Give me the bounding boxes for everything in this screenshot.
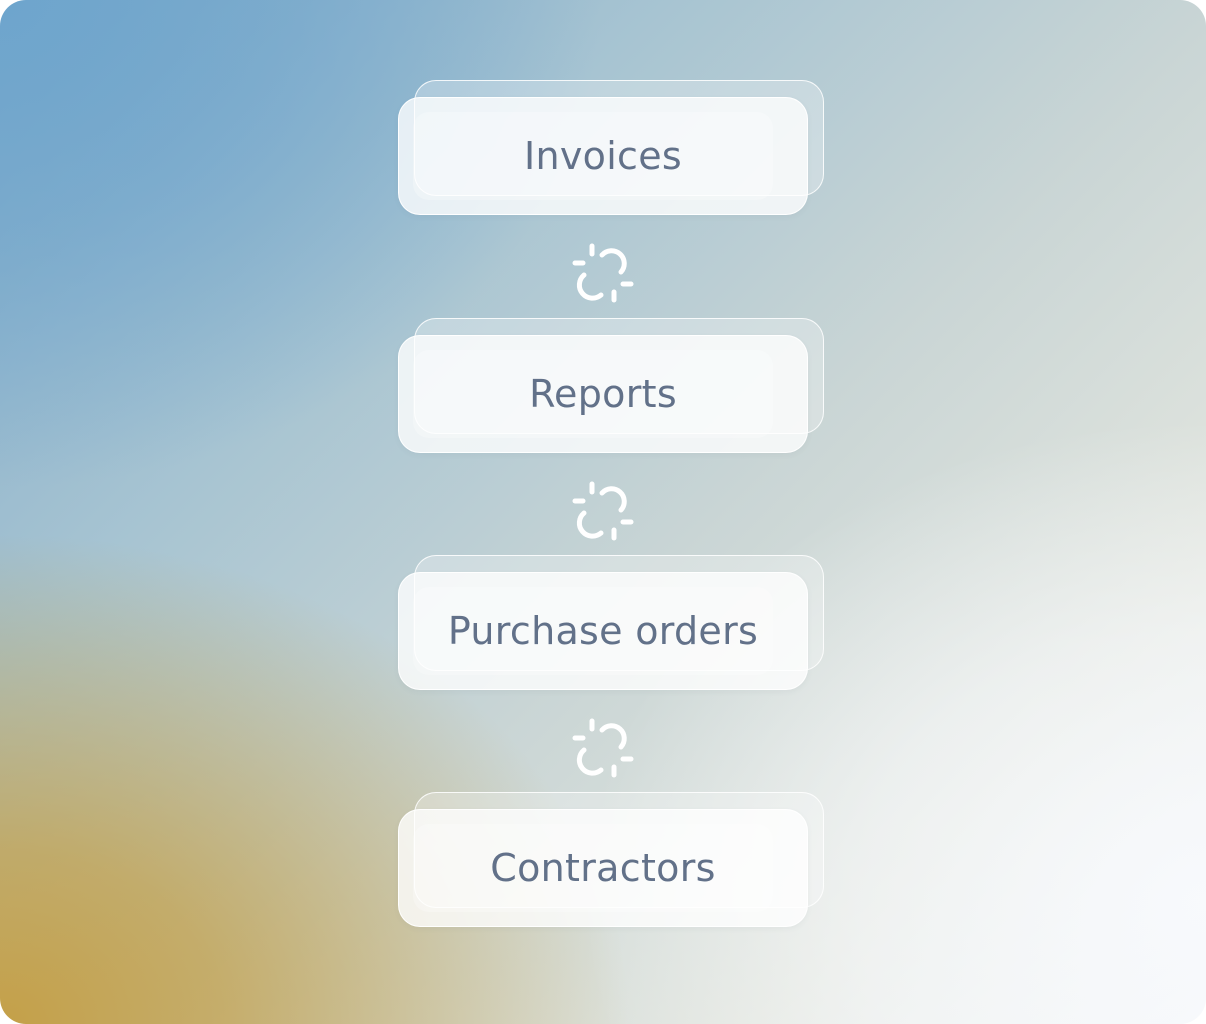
card-purchase-orders[interactable]: Purchase orders: [398, 572, 808, 690]
card-label-invoices: Invoices: [523, 134, 683, 178]
stack-card-reports[interactable]: Reports: [398, 318, 824, 454]
card-invoices[interactable]: Invoices: [398, 97, 808, 215]
card-label-purchase-orders: Purchase orders: [447, 609, 759, 653]
card-contractors[interactable]: Contractors: [398, 809, 808, 927]
card-label-contractors: Contractors: [490, 846, 716, 890]
broken-link-icon: [572, 481, 634, 541]
card-reports[interactable]: Reports: [398, 335, 808, 453]
broken-link-icon: [572, 718, 634, 778]
card-label-reports: Reports: [529, 372, 677, 416]
stack-card-purchase-orders[interactable]: Purchase orders: [398, 555, 824, 691]
stack-card-invoices[interactable]: Invoices: [398, 80, 824, 216]
stack-card-contractors[interactable]: Contractors: [398, 792, 824, 928]
broken-link-icon: [572, 243, 634, 303]
